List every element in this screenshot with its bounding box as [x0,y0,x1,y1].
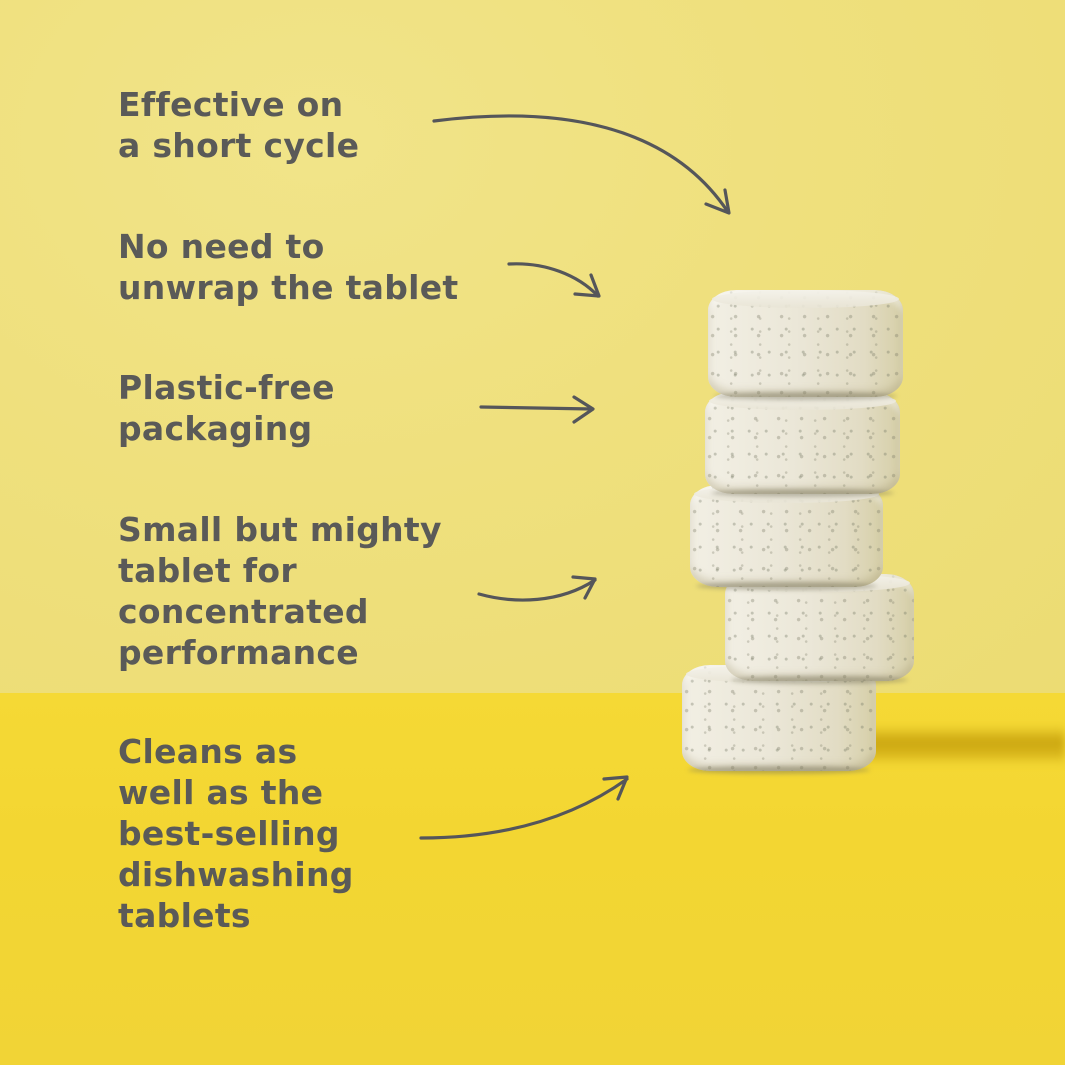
tablet-3 [690,485,883,587]
tablet-2 [705,392,900,494]
feature-small-mighty: Small but mighty tablet for concentrated… [118,510,442,672]
tablet-stack-shadow [860,725,1065,765]
tablet-1 [708,290,903,397]
feature-plastic-free: Plastic-free packaging [118,368,335,448]
feature-no-unwrap: No need to unwrap the tablet [118,227,459,307]
tablet-4 [725,574,914,681]
feature-short-cycle: Effective on a short cycle [118,85,360,165]
feature-cleans-well: Cleans as well as the best-selling dishw… [118,732,354,935]
